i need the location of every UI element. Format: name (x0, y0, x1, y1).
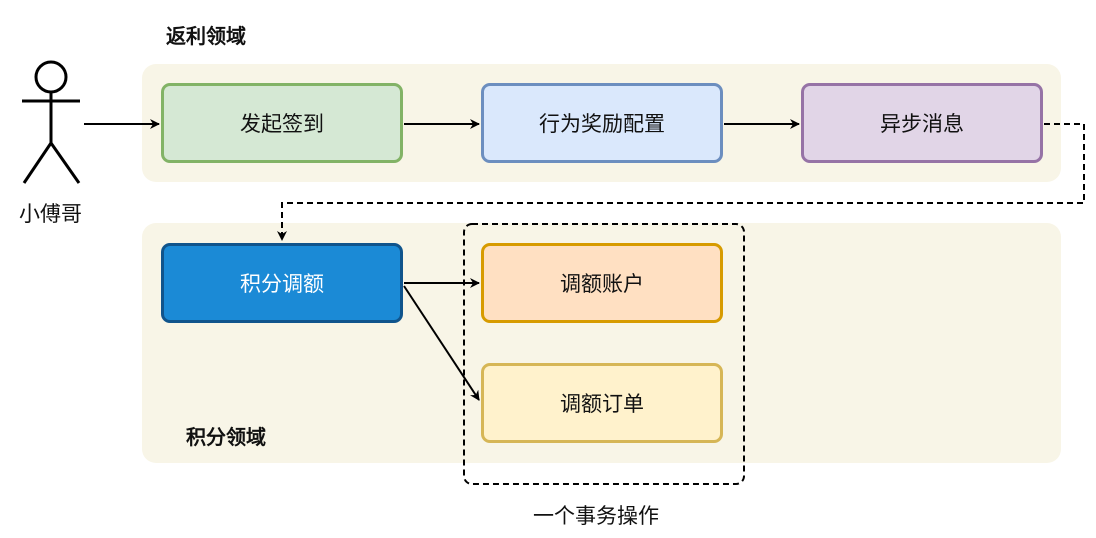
node-behavior-reward-config[interactable]: 行为奖励配置 (481, 83, 723, 163)
node-async-message[interactable]: 异步消息 (801, 83, 1043, 163)
node-adjust-order[interactable]: 调额订单 (481, 363, 723, 443)
node-adjust-account-label: 调额账户 (560, 272, 644, 296)
node-points-adjust-label: 积分调额 (240, 272, 324, 296)
points-domain-label: 积分领域 (186, 425, 266, 449)
transaction-group-label: 一个事务操作 (533, 504, 659, 528)
node-adjust-order-label: 调额订单 (560, 392, 644, 416)
node-async-message-label: 异步消息 (880, 112, 964, 136)
transaction-group-border (463, 223, 745, 485)
edge-points-adjust-to-adjust-order (403, 285, 480, 401)
edge-async-message-to-points-adjust (277, 123, 1085, 241)
node-start-signin[interactable]: 发起签到 (161, 83, 403, 163)
node-adjust-account[interactable]: 调额账户 (481, 243, 723, 323)
node-points-adjust[interactable]: 积分调额 (161, 243, 403, 323)
actor-icon (22, 60, 81, 184)
node-behavior-reward-config-label: 行为奖励配置 (539, 112, 665, 136)
node-start-signin-label: 发起签到 (240, 112, 324, 136)
actor-label: 小傅哥 (19, 202, 82, 226)
rebate-domain-label: 返利领域 (166, 24, 246, 48)
